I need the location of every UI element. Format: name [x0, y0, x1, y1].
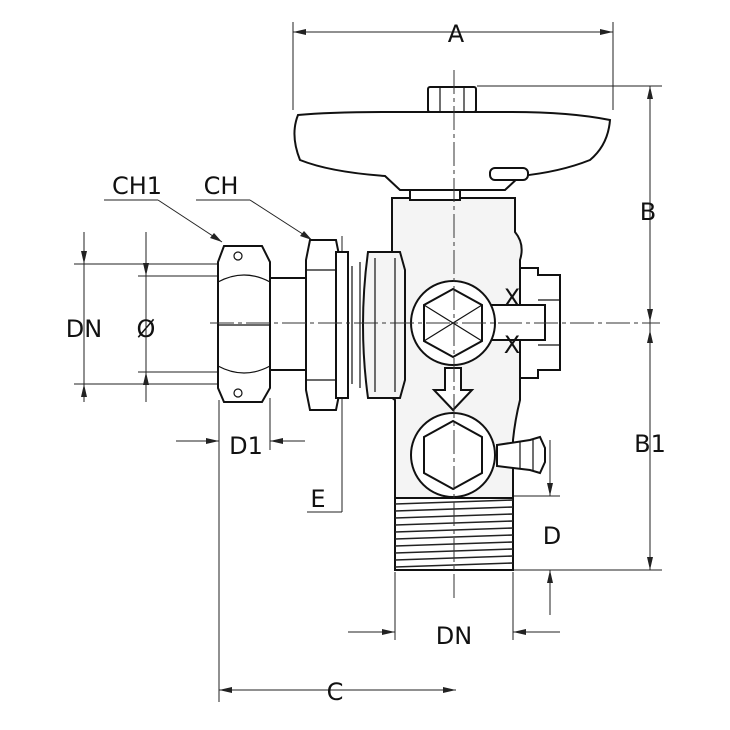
- center-lines: [210, 70, 660, 600]
- dimension-b1: B1: [510, 322, 666, 571]
- dimension-d1: D1: [176, 398, 305, 460]
- dimension-d: D: [510, 440, 561, 615]
- dimension-b: B: [477, 85, 662, 322]
- flow-arrow-icon: [431, 367, 475, 412]
- upper-port: X X: [410, 280, 520, 366]
- dimension-dn-bottom: DN: [348, 572, 560, 650]
- label-dn-bottom: DN: [436, 622, 472, 650]
- leader-ch: CH: [196, 172, 313, 241]
- label-c: C: [327, 678, 344, 706]
- label-b1: B1: [634, 430, 666, 458]
- lower-port: [410, 412, 546, 498]
- dimension-a: A: [292, 20, 614, 110]
- label-b: B: [640, 198, 656, 226]
- label-ch1: CH1: [112, 172, 162, 200]
- label-dn-left: DN: [66, 315, 102, 343]
- label-ch: CH: [204, 172, 239, 200]
- label-e: E: [310, 485, 325, 513]
- dimension-phi: Ø: [137, 232, 228, 402]
- mark-x-top: X: [504, 284, 520, 312]
- label-a: A: [448, 20, 465, 48]
- side-connection: [217, 239, 349, 411]
- label-d: D: [543, 522, 561, 550]
- dimension-c: C: [218, 400, 456, 706]
- mark-x-bottom: X: [504, 331, 520, 359]
- valve-handle: [293, 86, 612, 201]
- leader-ch1: CH1: [104, 172, 223, 243]
- label-d1: D1: [229, 432, 263, 460]
- label-phi: Ø: [137, 315, 156, 343]
- dimension-dn-left: DN: [66, 232, 228, 402]
